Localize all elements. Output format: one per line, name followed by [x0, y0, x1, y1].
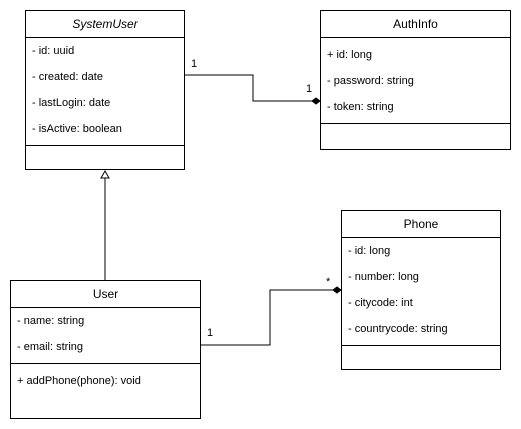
attribute: - password: string: [327, 75, 414, 87]
attribute: - email: string: [17, 341, 84, 353]
authinfo-composition-diamond: [311, 97, 321, 105]
class-authinfo-name: AuthInfo: [321, 11, 510, 38]
multiplicity-user-end: 1: [207, 327, 214, 339]
attribute: - created: date: [32, 71, 103, 83]
class-authinfo-attributes: + id: long - password: string - token: s…: [321, 38, 510, 124]
multiplicity-systemuser-end: 1: [191, 58, 198, 70]
method: + addPhone(phone): void: [17, 375, 141, 387]
user-phone-connector: [201, 289, 333, 346]
class-user-attributes: - name: string - email: string: [11, 308, 200, 364]
attribute: - number: long: [348, 271, 419, 283]
attribute: - countrycode: string: [348, 323, 448, 335]
multiplicity-phone-end: *: [326, 276, 331, 288]
class-phone[interactable]: Phone - id: long - number: long - cityco…: [341, 210, 501, 370]
class-user[interactable]: User - name: string - email: string + ad…: [10, 280, 201, 419]
attribute: - lastLogin: date: [32, 97, 111, 109]
class-phone-attributes: - id: long - number: long - citycode: in…: [342, 238, 500, 346]
class-systemuser[interactable]: SystemUser - id: uuid - created: date - …: [25, 10, 185, 170]
systemuser-authinfo-connector: [185, 74, 312, 102]
class-user-name: User: [11, 281, 200, 308]
attribute: - citycode: int: [348, 297, 413, 309]
attribute: - name: string: [17, 315, 85, 327]
class-systemuser-attributes: - id: uuid - created: date - lastLogin: …: [26, 38, 184, 146]
attribute: + id: long: [327, 49, 372, 61]
attribute: - id: long: [348, 245, 391, 257]
class-systemuser-name: SystemUser: [26, 11, 184, 38]
class-phone-name: Phone: [342, 211, 500, 238]
class-user-methods: + addPhone(phone): void: [11, 364, 200, 394]
generalization-arrowhead: [100, 169, 110, 179]
phone-composition-diamond: [332, 286, 342, 294]
class-authinfo[interactable]: AuthInfo + id: long - password: string -…: [320, 10, 511, 150]
attribute: - token: string: [327, 101, 394, 113]
attribute: - isActive: boolean: [32, 123, 122, 135]
attribute: - id: uuid: [32, 45, 75, 57]
multiplicity-authinfo-end: 1: [306, 83, 313, 95]
